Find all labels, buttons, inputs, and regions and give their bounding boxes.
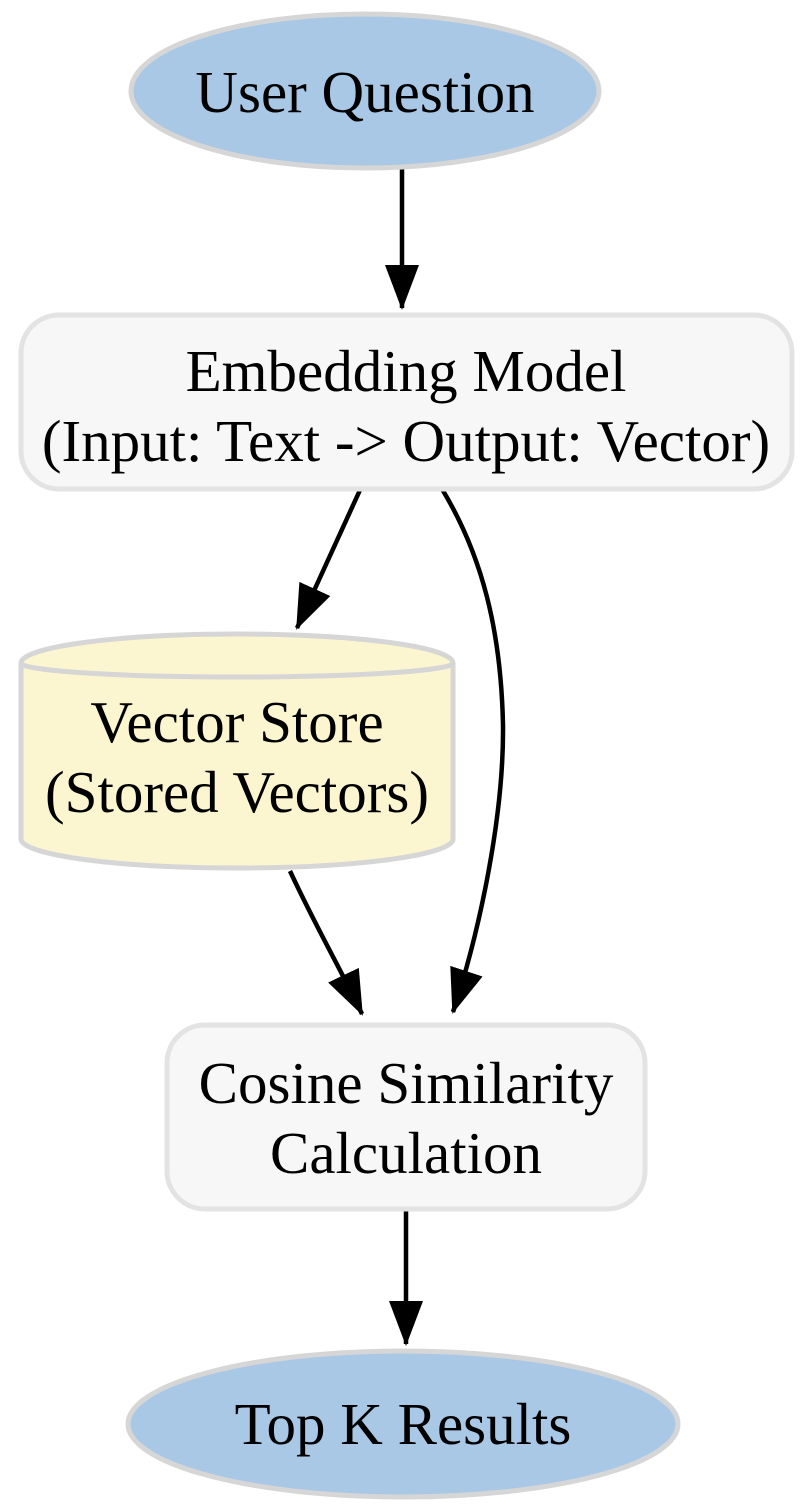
top-k-results-ellipse: [125, 1348, 681, 1500]
cosine-similarity-label-line-1: Cosine Similarity: [199, 1050, 614, 1116]
edge-vector-store-to-cosine-similarity: [287, 870, 365, 1016]
cosine-similarity-box: [164, 1022, 648, 1212]
edge-embedding-model-to-vector-store: [294, 489, 363, 630]
top-k-results-label: Top K Results: [235, 1391, 572, 1457]
user-question-label: User Question: [195, 59, 534, 125]
vector-store-label-line-1: Vector Store: [90, 689, 383, 755]
edge-embedding-model-to-cosine-similarity: [440, 487, 506, 1014]
node-embedding-model: Embedding Model (Input: Text -> Output: …: [18, 312, 795, 492]
node-top-k-results: Top K Results: [125, 1348, 681, 1500]
node-user-question: User Question: [128, 11, 602, 171]
user-question-ellipse: [128, 11, 602, 171]
embedding-model-box: [18, 312, 795, 492]
cosine-similarity-label-line-2: Calculation: [270, 1120, 542, 1186]
vector-store-label-line-2: (Stored Vectors): [45, 759, 429, 825]
embedding-model-label-line-1: Embedding Model: [186, 338, 627, 404]
node-cosine-similarity: Cosine Similarity Calculation: [164, 1022, 648, 1212]
node-vector-store: Vector Store (Stored Vectors): [18, 631, 456, 871]
vector-store-cylinder: [18, 631, 456, 871]
vector-store-cylinder-rim: [18, 661, 456, 680]
embedding-model-label-line-2: (Input: Text -> Output: Vector): [42, 408, 770, 474]
